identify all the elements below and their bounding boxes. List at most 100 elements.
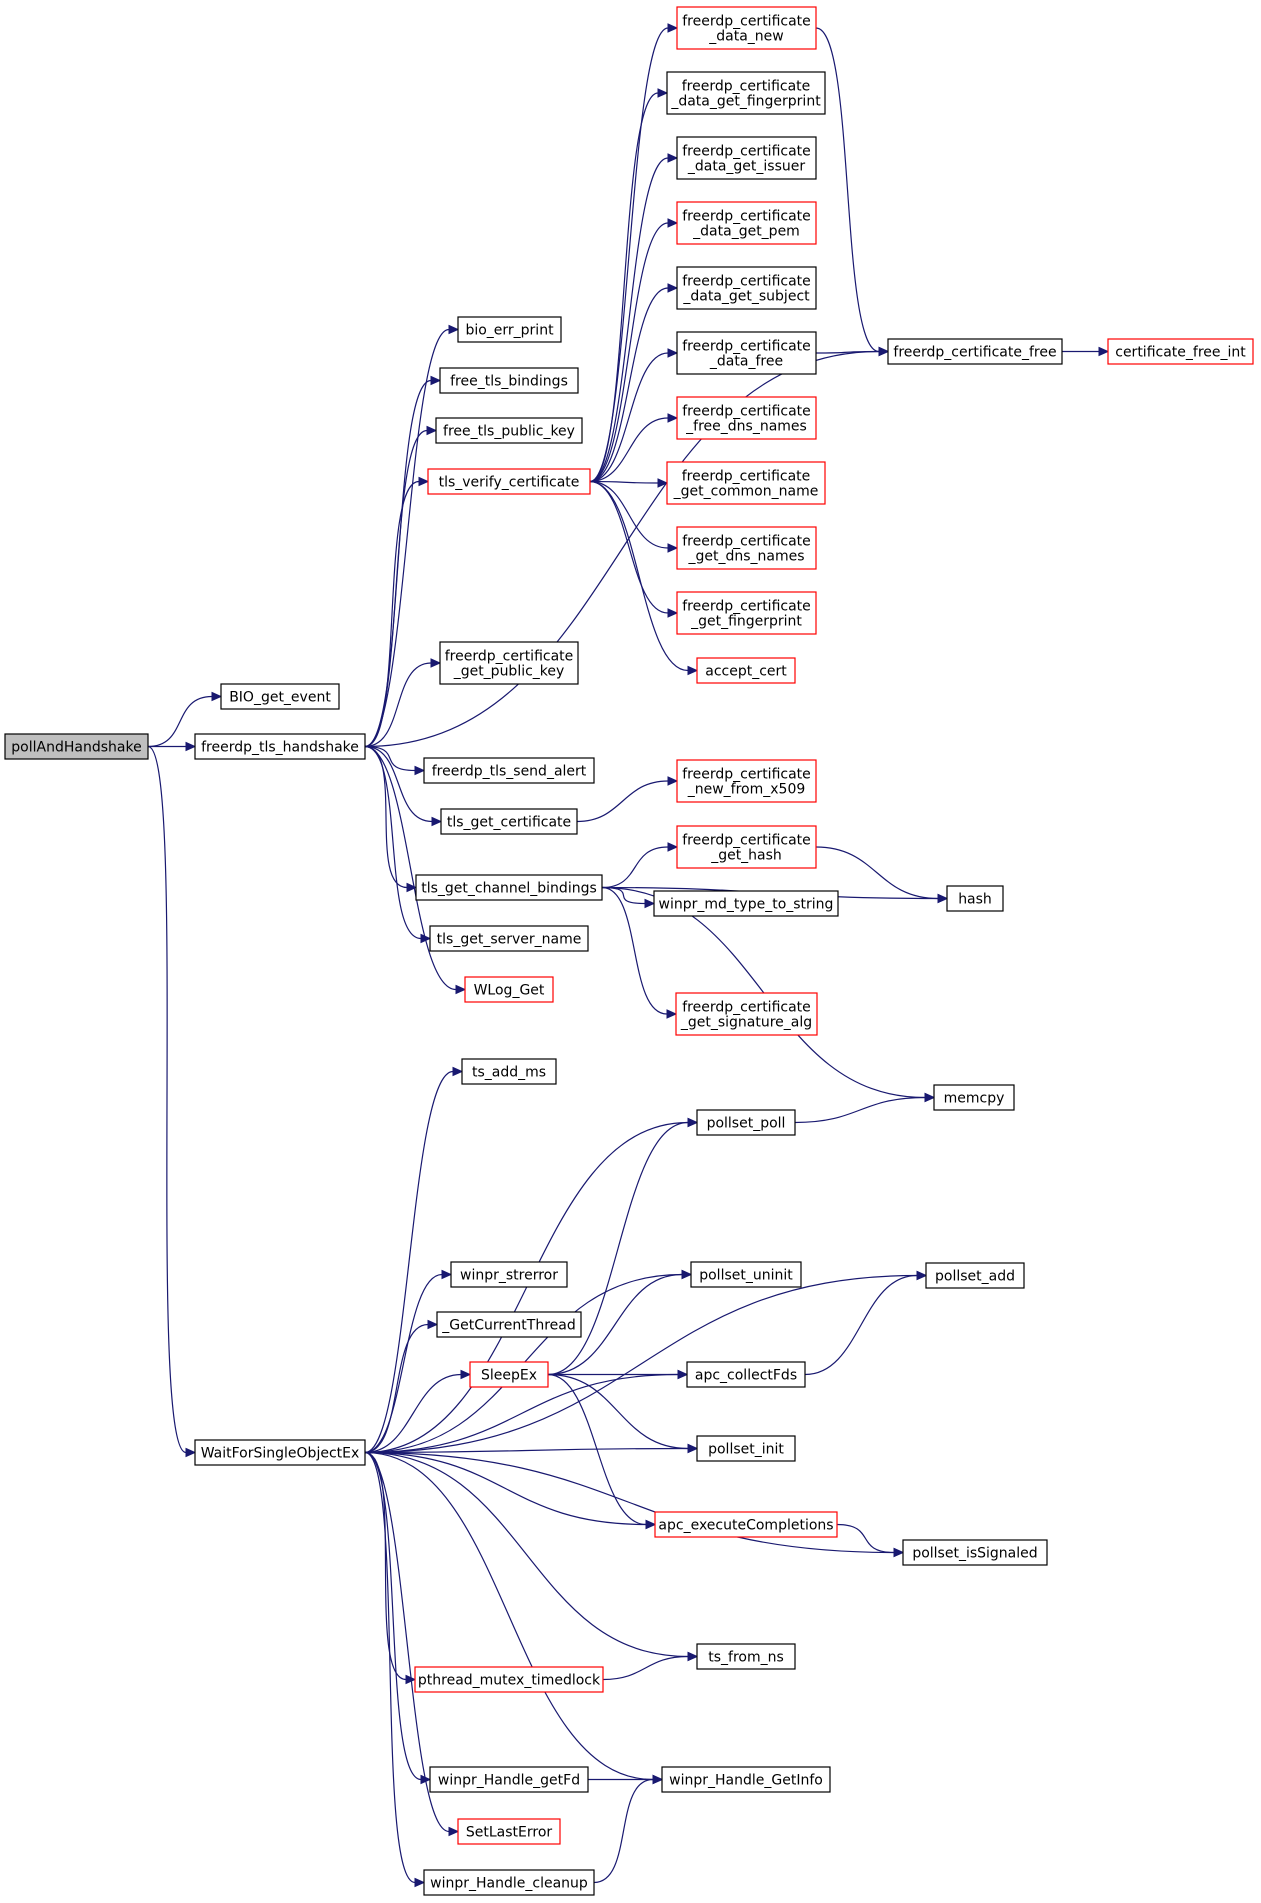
node-box	[654, 1511, 838, 1538]
function-node-ts_from_ns[interactable]: ts_from_ns	[696, 1643, 796, 1670]
function-node-freerdp_certificate_data_new[interactable]: freerdp_certificate_data_new	[676, 6, 817, 50]
function-node-freerdp_certificate_get_fingerprint[interactable]: freerdp_certificate_get_fingerprint	[676, 591, 817, 635]
arrowhead-icon	[448, 1826, 460, 1837]
function-node-winpr_strerror[interactable]: winpr_strerror	[450, 1261, 568, 1288]
node-label: _get_dns_names	[687, 549, 804, 565]
node-label: _get_fingerprint	[690, 614, 802, 630]
function-node-freerdp_certificate_data_get_issuer[interactable]: freerdp_certificate_data_get_issuer	[676, 136, 817, 180]
function-node-freerdp_certificate_get_common_name[interactable]: freerdp_certificate_get_common_name	[666, 461, 826, 505]
call-edge-pollAndHandshake-to-WaitForSingleObjectEx	[147, 745, 197, 1458]
function-node-pollset_poll[interactable]: pollset_poll	[696, 1109, 796, 1136]
call-edge-tls_verify_certificate-to-accept_cert	[589, 480, 699, 676]
arrowhead-icon	[924, 1092, 936, 1103]
function-node-apc_collectFds[interactable]: apc_collectFds	[686, 1361, 806, 1388]
function-node-winpr_Handle_cleanup[interactable]: winpr_Handle_cleanup	[423, 1869, 595, 1896]
function-node-tls_get_channel_bindings[interactable]: tls_get_channel_bindings	[415, 874, 603, 901]
function-node-memcpy[interactable]: memcpy	[933, 1084, 1015, 1111]
call-edge-tls_verify_certificate-to-freerdp_certificate_get_fingerprint	[589, 480, 679, 618]
node-label: memcpy	[944, 1091, 1005, 1107]
arrowhead-icon	[878, 346, 890, 357]
call-edge-freerdp_certificate_data_free-to-freerdp_certificate_free	[815, 346, 890, 357]
node-box	[666, 461, 826, 505]
call-edge-freerdp_tls_handshake-to-WLog_Get	[364, 745, 467, 995]
function-node-freerdp_certificate_get_hash[interactable]: freerdp_certificate_get_hash	[676, 825, 817, 869]
function-node-_GetCurrentThread[interactable]: _GetCurrentThread	[436, 1311, 582, 1338]
node-box	[464, 976, 554, 1003]
function-node-SetLastError[interactable]: SetLastError	[457, 1818, 561, 1845]
function-node-apc_executeCompletions[interactable]: apc_executeCompletions	[654, 1511, 838, 1538]
arrowhead-icon	[452, 1066, 464, 1077]
arrowhead-icon	[418, 476, 430, 487]
function-node-freerdp_certificate_new_from_x509[interactable]: freerdp_certificate_new_from_x509	[676, 759, 817, 803]
node-label: _get_signature_alg	[680, 1015, 812, 1031]
node-box	[676, 331, 817, 375]
function-node-free_tls_bindings[interactable]: free_tls_bindings	[439, 367, 579, 394]
function-node-freerdp_certificate_get_public_key[interactable]: freerdp_certificate_get_public_key	[439, 641, 579, 685]
node-box	[676, 825, 817, 869]
function-node-accept_cert[interactable]: accept_cert	[696, 657, 796, 684]
function-node-freerdp_certificate_data_free[interactable]: freerdp_certificate_data_free	[676, 331, 817, 375]
node-label: winpr_Handle_getFd	[438, 1773, 580, 1789]
function-node-freerdp_certificate_get_dns_names[interactable]: freerdp_certificate_get_dns_names	[676, 526, 817, 570]
function-node-winpr_Handle_getFd[interactable]: winpr_Handle_getFd	[429, 1766, 589, 1793]
function-node-winpr_md_type_to_string[interactable]: winpr_md_type_to_string	[653, 890, 839, 917]
function-node-free_tls_public_key[interactable]: free_tls_public_key	[435, 417, 583, 444]
function-node-freerdp_certificate_data_get_subject[interactable]: freerdp_certificate_data_get_subject	[676, 266, 817, 310]
node-box	[696, 1109, 796, 1136]
call-edge-WaitForSingleObjectEx-to-winpr_strerror	[364, 1269, 453, 1454]
arrowhead-icon	[460, 1369, 472, 1380]
arrowhead-icon	[667, 413, 679, 423]
function-node-SleepEx[interactable]: SleepEx	[469, 1361, 549, 1388]
arrowhead-icon	[431, 816, 443, 827]
function-node-WaitForSingleObjectEx[interactable]: WaitForSingleObjectEx	[194, 1439, 366, 1466]
arrowhead-icon	[937, 893, 949, 904]
node-label: tls_get_channel_bindings	[421, 881, 597, 897]
function-node-freerdp_certificate_data_get_fingerprint[interactable]: freerdp_certificate_data_get_fingerprint	[666, 71, 826, 115]
function-node-pollset_uninit[interactable]: pollset_uninit	[690, 1261, 802, 1288]
call-edge-freerdp_tls_handshake-to-freerdp_certificate_get_public_key	[364, 658, 442, 748]
function-node-freerdp_certificate_free[interactable]: freerdp_certificate_free	[887, 338, 1063, 365]
function-node-freerdp_certificate_free_dns_names[interactable]: freerdp_certificate_free_dns_names	[676, 396, 817, 440]
node-label: accept_cert	[705, 664, 787, 680]
function-node-BIO_get_event[interactable]: BIO_get_event	[220, 683, 340, 710]
arrowhead-icon	[687, 1117, 699, 1128]
call-edge-tls_verify_certificate-to-freerdp_certificate_free_dns_names	[589, 413, 679, 483]
function-node-winpr_Handle_GetInfo[interactable]: winpr_Handle_GetInfo	[661, 1766, 831, 1793]
node-label: freerdp_certificate	[682, 767, 811, 783]
node-label: freerdp_certificate	[682, 14, 811, 30]
function-node-tls_verify_certificate[interactable]: tls_verify_certificate	[427, 468, 591, 495]
function-node-pollset_add[interactable]: pollset_add	[925, 1262, 1025, 1289]
node-label: ts_add_ms	[472, 1065, 546, 1081]
function-node-ts_add_ms[interactable]: ts_add_ms	[461, 1058, 557, 1085]
arrowhead-icon	[211, 691, 223, 702]
function-node-freerdp_certificate_data_get_pem[interactable]: freerdp_certificate_data_get_pem	[676, 201, 817, 245]
node-label: winpr_Handle_cleanup	[430, 1876, 588, 1892]
function-node-pollset_init[interactable]: pollset_init	[696, 1435, 796, 1462]
node-label: certificate_free_int	[1115, 345, 1246, 361]
node-label: ts_from_ns	[708, 1650, 784, 1666]
function-node-hash[interactable]: hash	[946, 885, 1004, 912]
function-node-bio_err_print[interactable]: bio_err_print	[457, 316, 562, 343]
function-node-tls_get_server_name[interactable]: tls_get_server_name	[429, 925, 589, 952]
function-node-tls_get_certificate[interactable]: tls_get_certificate	[440, 808, 578, 835]
arrowhead-icon	[426, 425, 438, 436]
arrowhead-icon	[455, 984, 467, 995]
call-edge-tls_verify_certificate-to-freerdp_certificate_get_common_name	[589, 478, 669, 488]
node-box	[902, 1539, 1048, 1566]
node-label: tls_get_server_name	[437, 932, 582, 948]
function-node-WLog_Get[interactable]: WLog_Get	[464, 976, 554, 1003]
function-node-freerdp_certificate_get_signature_alg[interactable]: freerdp_certificate_get_signature_alg	[675, 992, 818, 1036]
node-label: apc_executeCompletions	[658, 1518, 833, 1534]
function-node-certificate_free_int[interactable]: certificate_free_int	[1107, 338, 1254, 365]
function-node-freerdp_tls_send_alert[interactable]: freerdp_tls_send_alert	[423, 757, 595, 784]
node-label: free_tls_public_key	[443, 424, 575, 440]
call-edge-WaitForSingleObjectEx-to-ts_add_ms	[364, 1066, 464, 1454]
function-node-pollset_isSignaled[interactable]: pollset_isSignaled	[902, 1539, 1048, 1566]
function-node-freerdp_tls_handshake[interactable]: freerdp_tls_handshake	[194, 733, 366, 760]
call-edge-apc_executeCompletions-to-pollset_isSignaled	[836, 1523, 905, 1558]
function-node-pthread_mutex_timedlock[interactable]: pthread_mutex_timedlock	[414, 1666, 604, 1693]
node-label: pthread_mutex_timedlock	[418, 1673, 601, 1689]
arrowhead-icon	[448, 324, 460, 335]
arrowhead-icon	[414, 765, 426, 776]
node-box	[435, 417, 583, 444]
